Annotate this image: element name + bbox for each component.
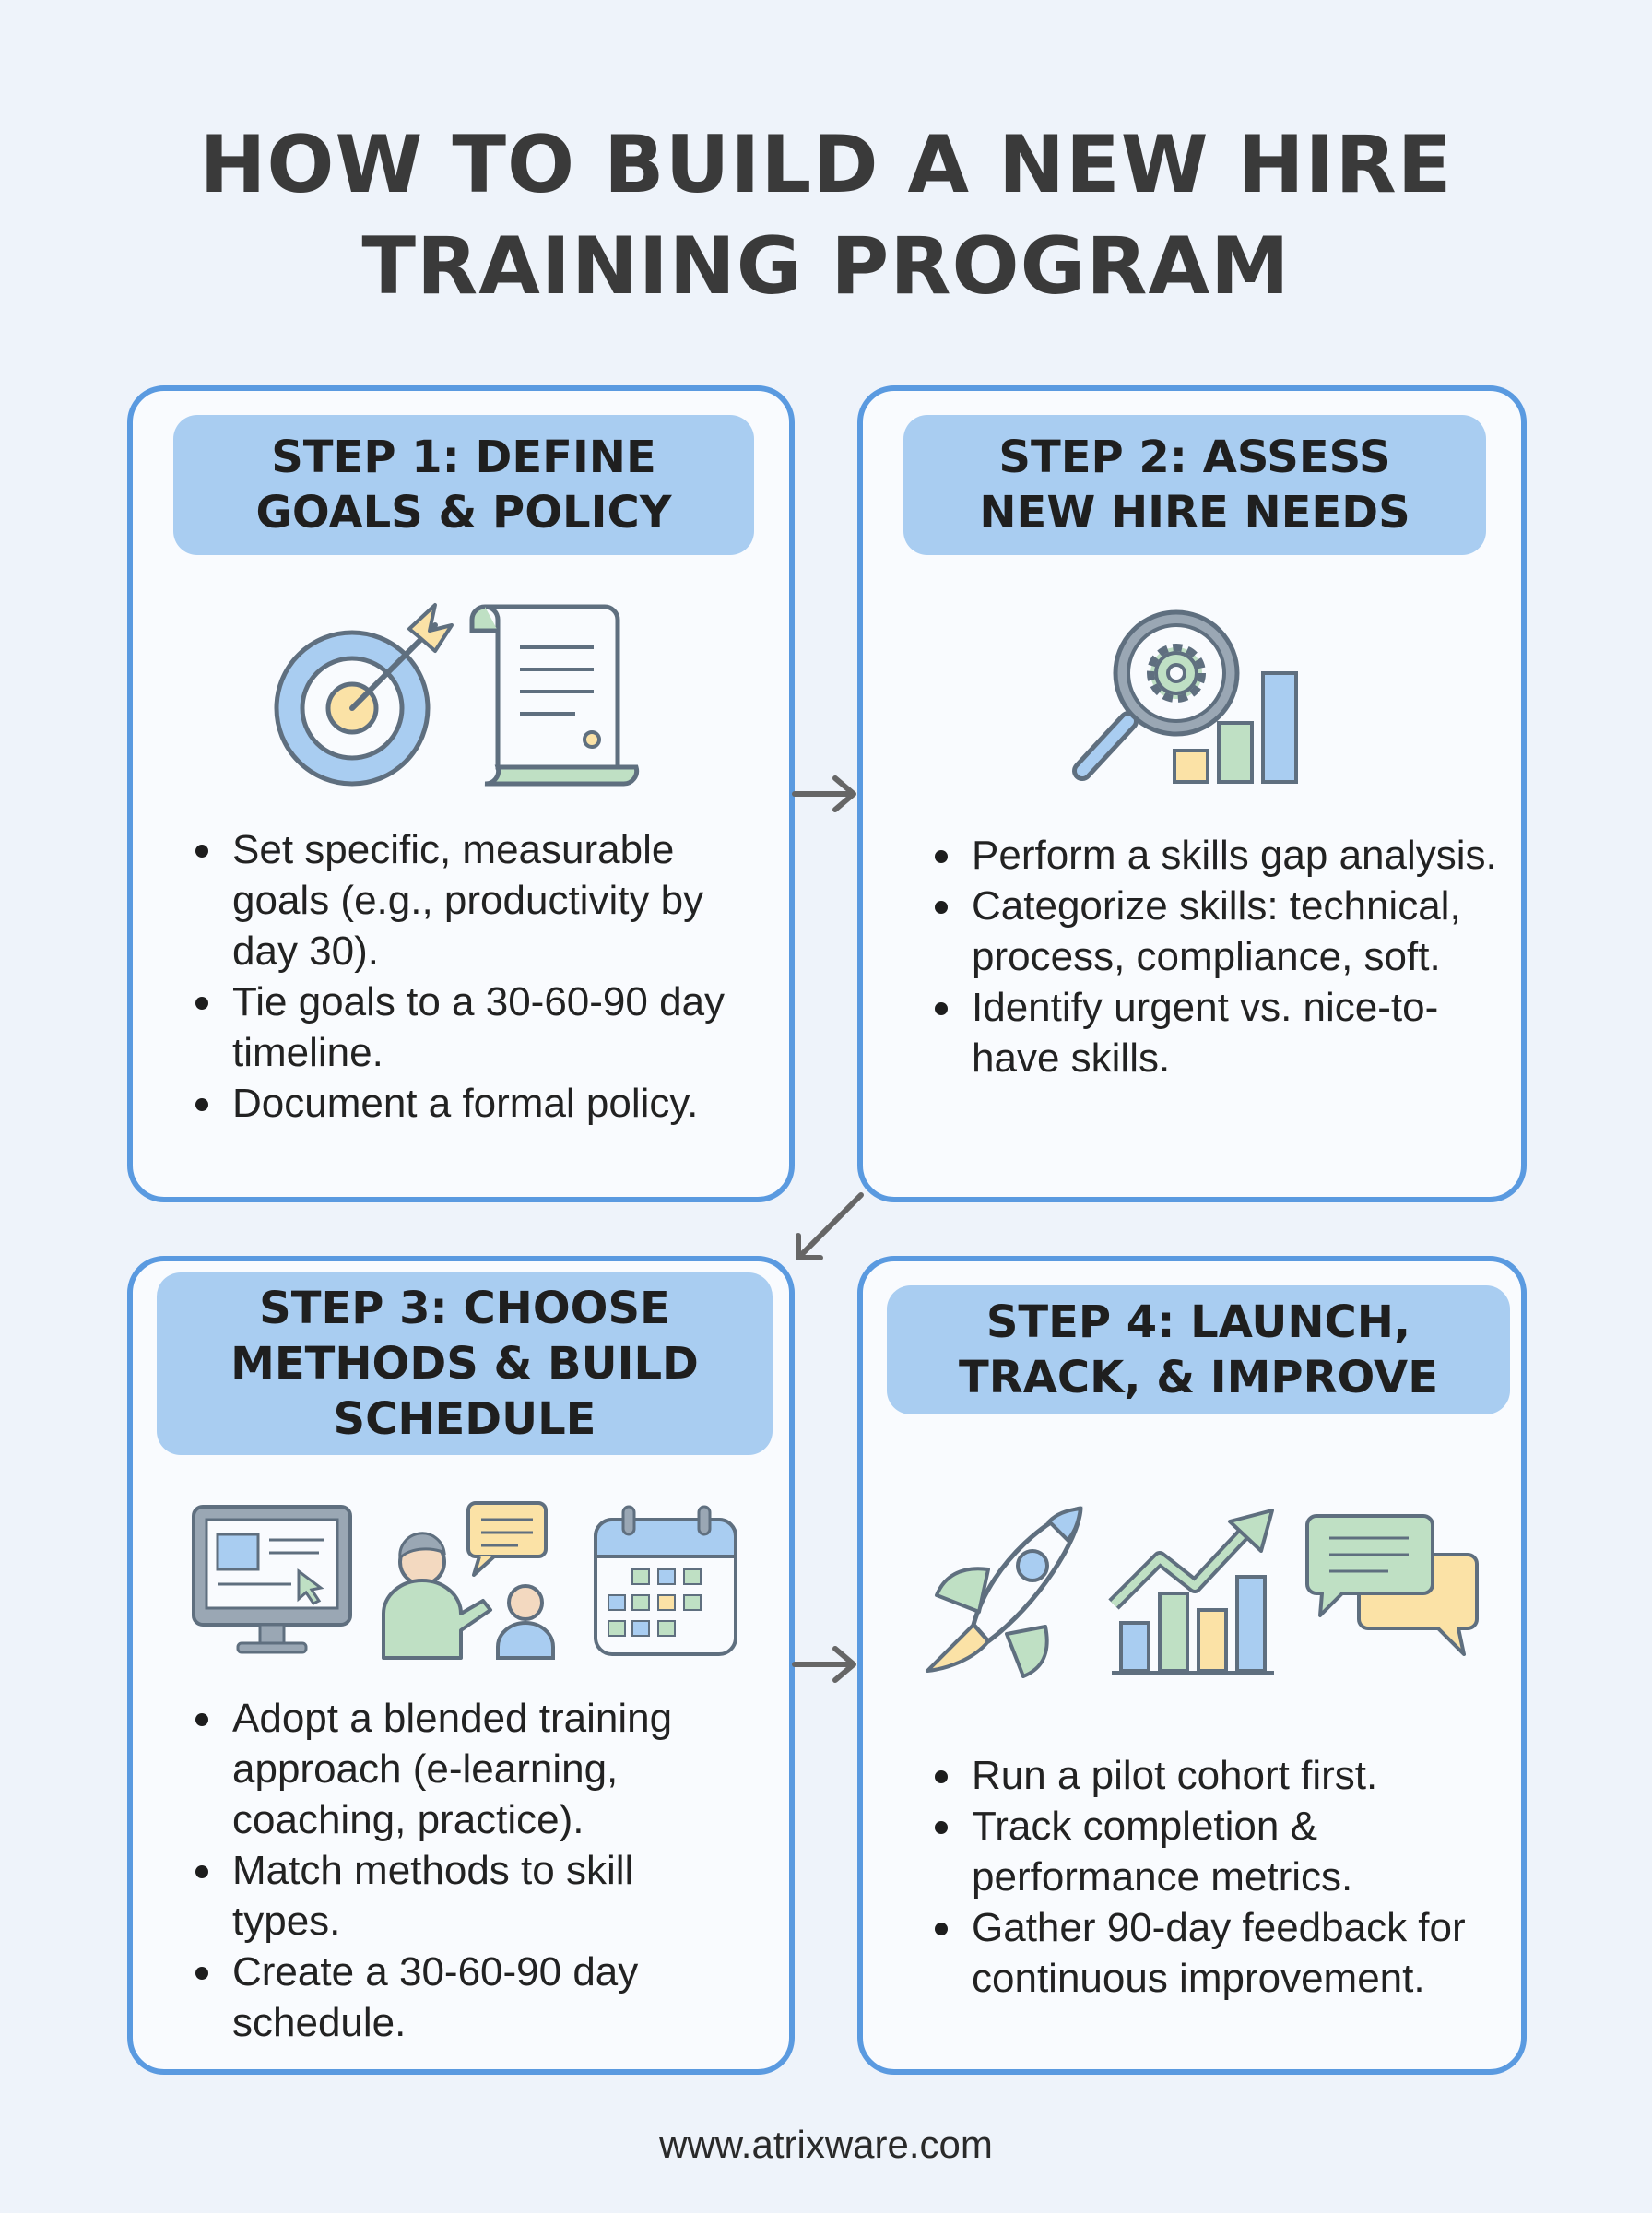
coaching-people-icon [382, 1501, 555, 1660]
step-1-bullet-2: Tie goals to a 30-60-90 day timeline. [190, 976, 743, 1078]
page-title: HOW TO BUILD A NEW HIRE TRAINING PROGRAM [0, 114, 1652, 317]
step-1-bullet-1: Set specific, measurable goals (e.g., pr… [190, 824, 743, 976]
step-4-icons [918, 1503, 1481, 1682]
step-2-bullet-1: Perform a skills gap analysis. [929, 830, 1501, 881]
step-2-card: STEP 2: ASSESS NEW HIRE NEEDS Perform a … [857, 385, 1527, 1202]
step-2-bullet-2: Categorize skills: technical, process, c… [929, 881, 1501, 982]
step-2-bullets: Perform a skills gap analysis. Categoriz… [929, 830, 1501, 1083]
step-4-heading: STEP 4: LAUNCH, TRACK, & IMPROVE [887, 1285, 1510, 1414]
magnifier-gear-chart-icon [1072, 609, 1298, 784]
step-2-icons [1066, 609, 1305, 797]
rocket-icon [926, 1506, 1083, 1678]
footer-url: www.atrixware.com [659, 2123, 993, 2166]
step-4-bullet-1: Run a pilot cohort first. [929, 1750, 1501, 1801]
arrow-step2-to-step3 [796, 1192, 864, 1260]
step-4-bullets: Run a pilot cohort first. Track completi… [929, 1750, 1501, 2004]
arrow-step3-to-step4 [792, 1646, 856, 1683]
step-3-bullets: Adopt a blended training approach (e-lea… [190, 1693, 752, 2048]
step-4-bullet-3: Gather 90-day feedback for continuous im… [929, 1902, 1501, 2004]
computer-monitor-icon [192, 1505, 352, 1654]
step-4-bullet-2: Track completion & performance metrics. [929, 1801, 1501, 1902]
step-3-bullet-3: Create a 30-60-90 day schedule. [190, 1947, 752, 2048]
step-1-bullet-3: Document a formal policy. [190, 1078, 743, 1129]
step-3-icons [190, 1499, 743, 1669]
step-1-bullets: Set specific, measurable goals (e.g., pr… [190, 824, 743, 1129]
title-line-1: HOW TO BUILD A NEW HIRE [199, 119, 1453, 211]
step-3-heading: STEP 3: CHOOSE METHODS & BUILD SCHEDULE [157, 1272, 773, 1455]
policy-scroll-icon [469, 604, 640, 787]
arrow-step1-to-step2 [792, 775, 856, 812]
calendar-icon [594, 1505, 738, 1656]
step-1-card: STEP 1: DEFINE GOALS & POLICY Se [127, 385, 795, 1202]
step-3-bullet-2: Match methods to skill types. [190, 1845, 752, 1947]
step-3-card: STEP 3: CHOOSE METHODS & BUILD SCHEDULE [127, 1256, 795, 2075]
step-3-bullet-1: Adopt a blended training approach (e-lea… [190, 1693, 752, 1845]
target-icon [274, 603, 454, 787]
step-1-heading: STEP 1: DEFINE GOALS & POLICY [173, 415, 754, 555]
step-2-bullet-3: Identify urgent vs. nice-to-have skills. [929, 982, 1501, 1083]
growth-chart-icon [1108, 1509, 1274, 1675]
step-1-icons [271, 601, 658, 808]
step-2-heading: STEP 2: ASSESS NEW HIRE NEEDS [903, 415, 1486, 555]
title-line-2: TRAINING PROGRAM [361, 220, 1291, 313]
step-4-card: STEP 4: LAUNCH, TRACK, & IMPROVE [857, 1256, 1527, 2075]
chat-bubbles-icon [1305, 1514, 1479, 1656]
